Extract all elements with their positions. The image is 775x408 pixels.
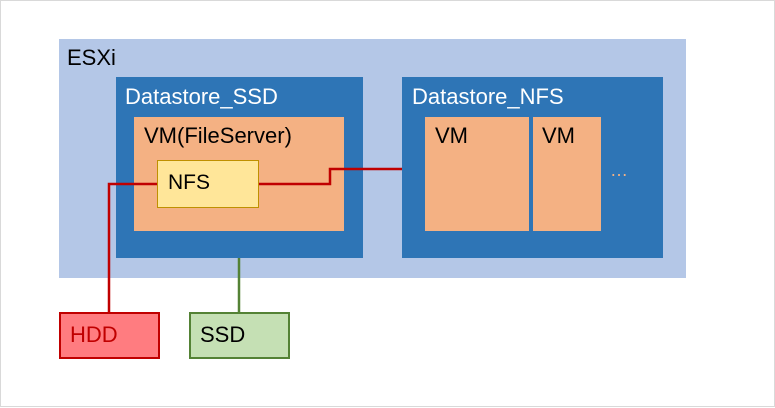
ssd-label: SSD — [200, 322, 246, 347]
nfs-label: NFS — [168, 171, 210, 194]
datastore-nfs-label: Datastore_NFS — [412, 84, 564, 109]
vm-box: VM — [425, 117, 529, 231]
datastore-ssd-label: Datastore_SSD — [125, 84, 278, 109]
vm-fileserver-label: VM(FileServer) — [144, 123, 292, 148]
more-vms-indicator: … — [610, 160, 628, 180]
ssd-disk: SSD — [189, 312, 290, 359]
nfs-share: NFS — [157, 160, 259, 208]
vm-label: VM — [435, 123, 468, 148]
nfs-to-datastore-nfs-connector — [259, 167, 402, 186]
hdd-disk: HDD — [59, 312, 160, 359]
esxi-label: ESXi — [67, 45, 116, 70]
vm-label: VM — [542, 123, 575, 148]
vm-box: VM — [533, 117, 601, 231]
hdd-to-nfs-connector — [107, 182, 157, 312]
hdd-label: HDD — [70, 322, 118, 347]
